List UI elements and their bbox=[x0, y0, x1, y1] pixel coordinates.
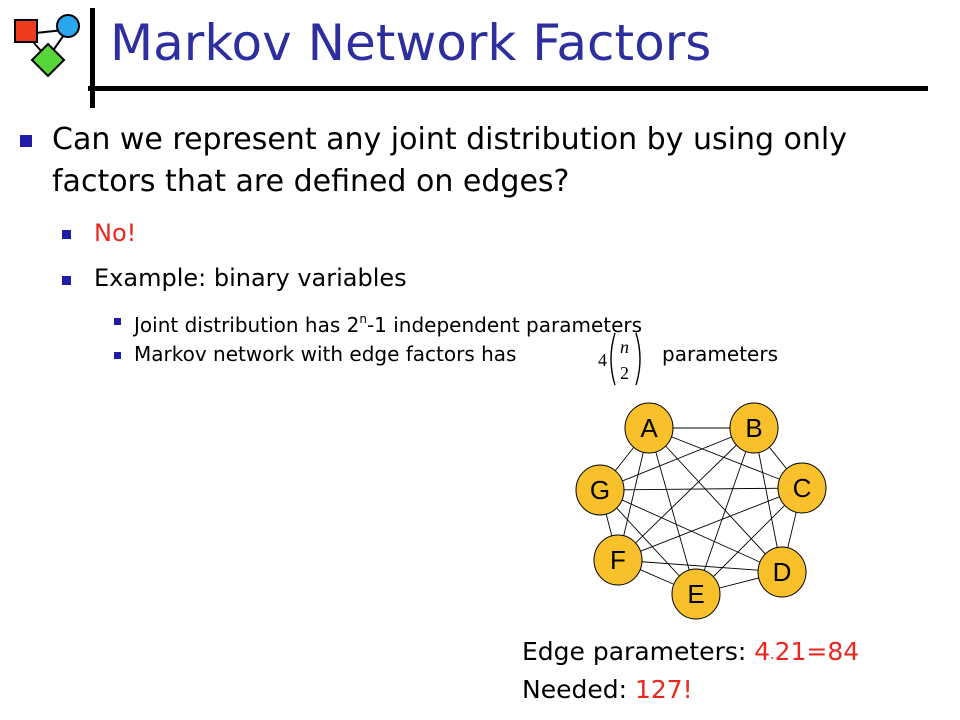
bullet-marker bbox=[114, 318, 121, 325]
bullet-marker bbox=[62, 230, 71, 239]
edge-value-coefficient: 4 bbox=[754, 637, 771, 666]
graph-edge-A-D bbox=[648, 427, 783, 573]
formula-bottom: 2 bbox=[620, 363, 629, 383]
graph-node-circle bbox=[575, 464, 625, 516]
graph-node-label: G bbox=[590, 475, 610, 505]
edge-parameters-value: 4·21=84 bbox=[754, 637, 860, 667]
graph-node-A: A bbox=[624, 402, 674, 454]
complete-graph-diagram: A B C D E F G bbox=[575, 402, 827, 620]
graph-node-label: E bbox=[687, 579, 704, 609]
joint-prefix: Joint distribution has 2 bbox=[134, 313, 360, 337]
page-title: Markov Network Factors bbox=[110, 14, 712, 72]
graph-node-G: G bbox=[575, 464, 625, 516]
graph-node-circle bbox=[777, 462, 827, 514]
graph-node-circle bbox=[593, 534, 643, 586]
needed-line: Needed: 127! bbox=[522, 675, 693, 704]
edge-parameters-line: Edge parameters: 4·21=84 bbox=[522, 637, 859, 667]
course-logo-icon bbox=[14, 14, 80, 78]
bullet-marker bbox=[20, 135, 32, 147]
graph-node-F: F bbox=[593, 534, 643, 586]
needed-label: Needed: bbox=[522, 675, 628, 704]
bullet-marker bbox=[114, 352, 121, 359]
graph-edge-A-C bbox=[648, 427, 803, 489]
question-line-2: factors that are defined on edges? bbox=[52, 164, 570, 199]
graph-node-D: D bbox=[757, 546, 807, 598]
joint-exponent: n bbox=[359, 312, 367, 326]
markov-prefix-text: Markov network with edge factors has bbox=[134, 342, 517, 366]
graph-node-label: B bbox=[745, 413, 762, 443]
graph-edge-B-G bbox=[599, 427, 755, 491]
title-horizontal-rule bbox=[88, 86, 928, 91]
joint-suffix: -1 independent parameters bbox=[366, 313, 643, 337]
formula-coefficient: 4 bbox=[598, 350, 607, 370]
formula-top: n bbox=[620, 337, 629, 357]
example-text: Example: binary variables bbox=[94, 264, 407, 292]
graph-edge-D-F bbox=[617, 559, 783, 573]
edge-value-result: 21=84 bbox=[774, 637, 860, 666]
graph-node-B: B bbox=[729, 402, 779, 454]
graph-node-C: C bbox=[777, 462, 827, 514]
graph-edge-B-F bbox=[617, 427, 755, 561]
graph-edge-C-G bbox=[599, 487, 803, 491]
needed-value: 127! bbox=[634, 675, 693, 704]
title-vertical-rule bbox=[90, 8, 95, 108]
edge-parameters-label: Edge parameters: bbox=[522, 637, 747, 666]
answer-no: No! bbox=[94, 219, 137, 247]
graph-node-label: F bbox=[610, 545, 626, 575]
graph-node-circle bbox=[757, 546, 807, 598]
graph-node-circle bbox=[729, 402, 779, 454]
binomial-formula: 4 n 2 bbox=[598, 332, 641, 386]
edge-value-dot: · bbox=[770, 651, 775, 667]
graph-node-E: E bbox=[671, 568, 721, 620]
bullet-marker bbox=[62, 276, 71, 285]
graph-edge-C-F bbox=[617, 487, 803, 561]
graph-node-label: C bbox=[793, 473, 812, 503]
graph-edge-D-G bbox=[599, 489, 783, 573]
graph-node-label: A bbox=[640, 413, 658, 443]
markov-suffix-text: parameters bbox=[662, 342, 779, 366]
question-line-1: Can we represent any joint distribution … bbox=[52, 122, 847, 157]
graph-node-circle bbox=[671, 568, 721, 620]
graph-node-label: D bbox=[773, 557, 792, 587]
graph-edge-A-E bbox=[648, 427, 697, 595]
joint-distribution-text: Joint distribution has 2n-1 independent … bbox=[134, 306, 642, 338]
graph-node-circle bbox=[624, 402, 674, 454]
